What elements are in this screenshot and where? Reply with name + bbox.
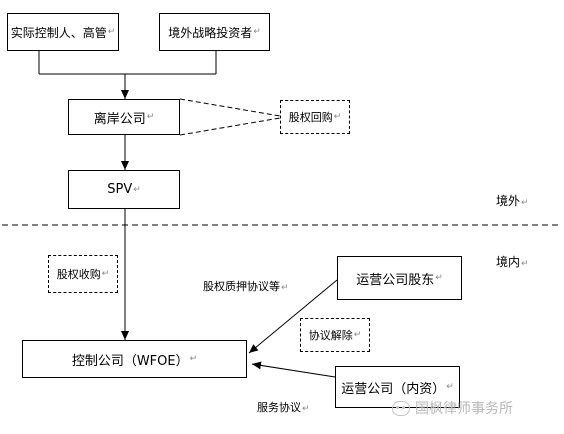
spv-label: SPV — [107, 182, 133, 197]
spv-box: SPV↵ — [68, 170, 180, 209]
wfoe-label: 控制公司（WFOE） — [71, 353, 189, 369]
wechat-icon — [392, 400, 410, 416]
dashed-buyback-top — [179, 98, 281, 117]
paragraph-mark: ↵ — [281, 283, 289, 293]
equity-buyback-box: 股权回购↵ — [280, 100, 350, 134]
controllers-box: 实际控制人、高管↵ — [7, 13, 119, 51]
paragraph-mark: ↵ — [253, 27, 261, 37]
dashed-buyback-bottom — [179, 117, 281, 136]
paragraph-mark: ↵ — [133, 184, 141, 195]
paragraph-mark: ↵ — [435, 273, 443, 283]
paragraph-mark: ↵ — [146, 112, 155, 122]
operating-shareholders-box: 运营公司股东↵ — [337, 256, 462, 300]
offshore-text: 境外 — [496, 194, 521, 208]
paragraph-mark: ↵ — [353, 330, 362, 340]
service-agreement-label: 服务协议↵ — [257, 399, 310, 415]
equity-buyback-label: 股权回购 — [288, 111, 333, 124]
watermark: 国枫律师事务所 — [392, 396, 557, 420]
strategic-investors-box: 境外战略投资者↵ — [159, 13, 270, 51]
arrow-shareholders-to-wfoe — [248, 279, 338, 354]
arrow-opco-to-wfoe — [251, 361, 336, 378]
onshore-text: 境内 — [496, 255, 521, 269]
operating-company-label: 运营公司（内资） — [341, 381, 446, 397]
agreement-termination-label: 协议解除 — [308, 329, 353, 342]
service-agreement-text: 服务协议 — [257, 401, 301, 414]
pledge-agreement-text: 股权质押协议等 — [203, 280, 280, 293]
equity-acquisition-box: 股权收购↵ — [48, 255, 118, 293]
paragraph-mark: ↵ — [521, 198, 529, 208]
controllers-label: 实际控制人、高管 — [10, 25, 107, 40]
offshore-company-label: 离岸公司 — [93, 111, 146, 127]
paragraph-mark: ↵ — [189, 354, 198, 364]
pledge-agreement-label: 股权质押协议等↵ — [203, 278, 289, 294]
paragraph-mark: ↵ — [333, 112, 342, 122]
paragraph-mark: ↵ — [446, 382, 454, 392]
paragraph-mark: ↵ — [107, 27, 116, 37]
equity-acquisition-label: 股权收购 — [56, 268, 101, 281]
operating-shareholders-label: 运营公司股东 — [356, 272, 435, 288]
watermark-text: 国枫律师事务所 — [415, 401, 513, 417]
strategic-investors-label: 境外战略投资者 — [168, 25, 253, 40]
agreement-termination-box: 协议解除↵ — [300, 318, 370, 352]
offshore-label: 境外↵ — [496, 192, 529, 209]
onshore-label: 境内↵ — [496, 253, 529, 270]
paragraph-mark: ↵ — [302, 404, 310, 414]
offshore-company-box: 离岸公司↵ — [68, 99, 180, 135]
paragraph-mark: ↵ — [101, 269, 110, 279]
wfoe-box: 控制公司（WFOE）↵ — [22, 340, 247, 378]
paragraph-mark: ↵ — [521, 259, 529, 269]
